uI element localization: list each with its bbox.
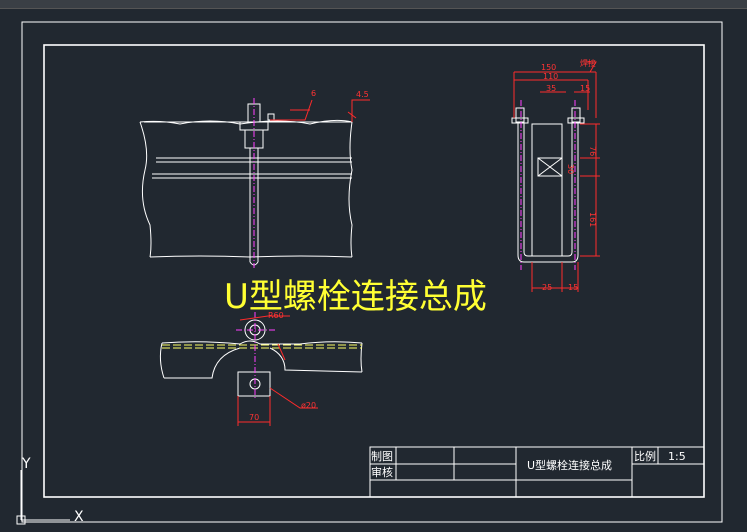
dim-side-35: 35 — [546, 84, 556, 93]
part-name: U型螺栓连接总成 — [527, 458, 612, 472]
ucs-x-label: X — [74, 509, 84, 525]
dim-side-15: 15 — [580, 84, 590, 93]
dim-side-161: 161 — [588, 212, 597, 227]
dim-side-76: 76 — [588, 146, 597, 156]
scale-value: 1:5 — [668, 450, 686, 463]
dim-side-bot15: 15 — [568, 283, 578, 292]
title-block — [369, 446, 705, 498]
dim-side-150: 150 — [541, 63, 556, 72]
ucs-icon — [16, 470, 70, 525]
window-top-bar — [0, 0, 747, 9]
ucs-y-label: Y — [21, 456, 31, 472]
dim-side-30: 30 — [566, 164, 575, 174]
big-title: U型螺栓连接总成 — [224, 277, 487, 317]
outer-frame — [21, 21, 723, 523]
dim-bottom-dia: ø20 — [301, 401, 316, 410]
dim-side-110: 110 — [543, 72, 558, 81]
dim-side-25: 25 — [542, 283, 552, 292]
dim-front-top-a: 6 — [311, 89, 316, 98]
bottom-view: R60 ø20 70 — [159, 311, 363, 426]
dim-front-top-b: 4.5 — [356, 90, 369, 99]
weld-note: 焊接 — [580, 58, 596, 68]
front-view: 6 4.5 — [139, 89, 370, 268]
drawn-label: 制图 — [371, 450, 393, 463]
scale-label: 比例 — [634, 449, 656, 463]
inner-frame — [43, 44, 705, 498]
dim-bottom-r: R60 — [268, 311, 284, 320]
side-view: 150 110 35 15 焊接 76 30 161 25 15 — [511, 58, 600, 292]
check-label: 审核 — [371, 465, 393, 479]
dim-bottom-70: 70 — [249, 413, 259, 422]
